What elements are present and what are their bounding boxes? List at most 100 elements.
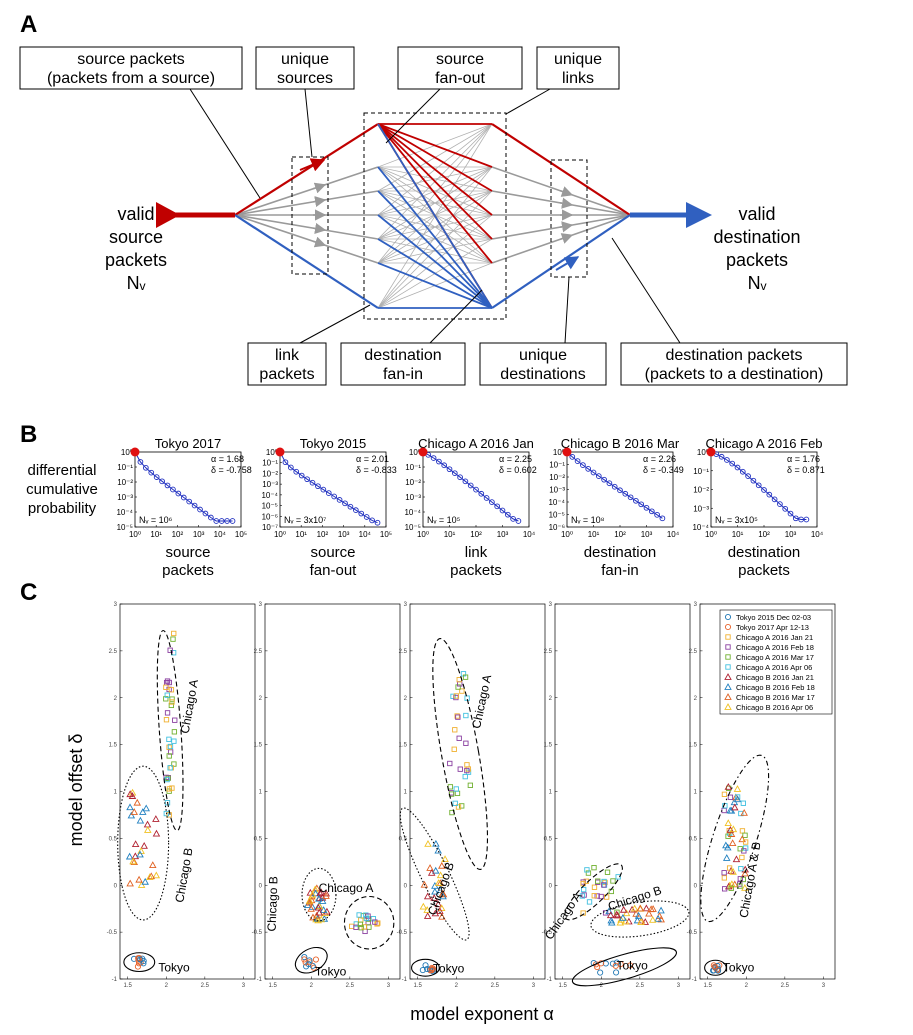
- x-tick-label: 10³: [338, 530, 350, 539]
- scatter-point: [171, 738, 177, 744]
- scatter-point: [739, 854, 745, 861]
- nv-annotation: Nᵥ = 10⁶: [139, 515, 173, 525]
- scatter-point: [452, 800, 458, 806]
- scatter-point: [130, 808, 139, 815]
- y-tick-label: 2.5: [254, 649, 263, 655]
- scatter-frame: [554, 603, 691, 980]
- data-point: [574, 458, 581, 464]
- y-tick-label: 2: [404, 696, 408, 702]
- scatter-point: [604, 869, 611, 875]
- y-tick-label: 2: [694, 696, 698, 702]
- y-tick-label: 10⁻²: [117, 478, 133, 487]
- data-point: [745, 473, 751, 480]
- y-tick-label: 10⁰: [697, 448, 709, 457]
- fanin-link: [377, 190, 493, 309]
- scatter-point: [436, 871, 445, 879]
- x-tick-label: 10⁰: [705, 530, 717, 539]
- data-point: [638, 501, 645, 508]
- y-tick-label: 1.5: [544, 743, 553, 749]
- plot-title: Chicago B 2016 Mar: [561, 436, 680, 451]
- plot-xlabel: source: [310, 544, 355, 561]
- plot-xlabel: source: [165, 544, 210, 561]
- data-point: [462, 478, 469, 485]
- destination-arrow: [559, 197, 574, 209]
- scatter-point: [726, 806, 734, 814]
- label-box-destination-fanin: destination fan-in: [340, 289, 483, 386]
- data-point: [374, 519, 381, 526]
- x-tick-label: 10⁴: [667, 530, 680, 539]
- scatter-point: [724, 703, 732, 710]
- panel-b-plot: Chicago B 2016 Mar10⁰10⁻¹10⁻²10⁻³10⁻⁴10⁻…: [548, 436, 683, 579]
- svg-text:source: source: [436, 51, 484, 68]
- data-point: [617, 487, 623, 494]
- scatter-point: [127, 811, 136, 819]
- scatter-point: [434, 846, 442, 854]
- y-tick-label: 10⁻²: [262, 469, 278, 478]
- scatter-point: [168, 702, 175, 709]
- scatter-point: [439, 892, 447, 900]
- scatter-frame: [119, 603, 256, 980]
- svg-text:source packets: source packets: [77, 51, 185, 68]
- delta-annotation: δ = 0.602: [499, 465, 537, 475]
- data-point: [186, 498, 193, 505]
- data-point: [304, 476, 310, 483]
- scatter-point: [131, 852, 140, 860]
- first-point-marker: [706, 447, 716, 457]
- data-point: [777, 501, 783, 507]
- x-tick-label: 10⁵: [235, 530, 247, 539]
- scatter-point: [728, 839, 737, 847]
- y-tick-label: 10⁻⁴: [261, 491, 278, 500]
- scatter-point: [163, 696, 169, 702]
- scatter-point: [140, 842, 148, 849]
- scatter-point: [312, 956, 319, 963]
- scatter-point: [724, 819, 733, 826]
- nv-annotation: Nᵥ = 10⁸: [571, 515, 605, 525]
- fit-curve: [710, 451, 807, 520]
- y-tick-label: 10⁻³: [262, 480, 278, 489]
- scatter-point: [619, 905, 628, 913]
- y-tick-label: 0: [259, 883, 263, 889]
- data-point: [782, 505, 789, 512]
- y-tick-label: 2.5: [689, 649, 698, 655]
- x-tick-label: 10⁰: [274, 530, 286, 539]
- cluster-label: Tokyo: [616, 959, 648, 973]
- cluster-ellipse: [564, 863, 623, 921]
- alpha-annotation: α = 1.68: [211, 454, 244, 464]
- scatter-point: [169, 785, 175, 791]
- scatter-point: [742, 832, 748, 838]
- scatter-point: [436, 907, 444, 914]
- scatter-point: [725, 634, 731, 640]
- scatter-point: [454, 713, 460, 719]
- scatter-point: [464, 767, 470, 774]
- scatter-point: [606, 911, 615, 919]
- x-tick-label: 2.5: [491, 983, 500, 989]
- data-point: [325, 490, 332, 496]
- destination-link: [491, 123, 631, 216]
- panel-b: B differential cumulative probability To…: [20, 421, 825, 579]
- cluster-ellipse: [301, 867, 337, 922]
- scatter-point: [152, 871, 161, 879]
- scatter-point: [167, 647, 173, 653]
- red-source-arrow: [299, 158, 326, 172]
- scatter-point: [136, 816, 145, 824]
- legend-entry: Tokyo 2015 Dec 02-03: [736, 613, 811, 622]
- scatter-point: [591, 884, 598, 890]
- scatter-point: [467, 782, 474, 788]
- y-tick-label: 3: [549, 602, 553, 608]
- plot-title: Chicago A 2016 Feb: [705, 436, 822, 451]
- destination-arrow: [559, 186, 574, 197]
- scatter-point: [455, 684, 461, 690]
- scatter-point: [729, 867, 737, 875]
- y-tick-label: -1: [257, 977, 263, 983]
- scatter-point: [608, 918, 616, 926]
- source-arrow: [312, 222, 327, 234]
- x-tick-label: 2: [455, 983, 459, 989]
- scatter-point: [450, 693, 456, 699]
- data-point: [515, 518, 522, 524]
- scatter-point: [617, 915, 625, 923]
- scatter-point: [372, 919, 378, 925]
- x-tick-label: 10⁴: [214, 530, 227, 539]
- scatter-point: [152, 829, 161, 837]
- scatter-point: [423, 906, 431, 913]
- y-tick-label: 1.5: [109, 743, 118, 749]
